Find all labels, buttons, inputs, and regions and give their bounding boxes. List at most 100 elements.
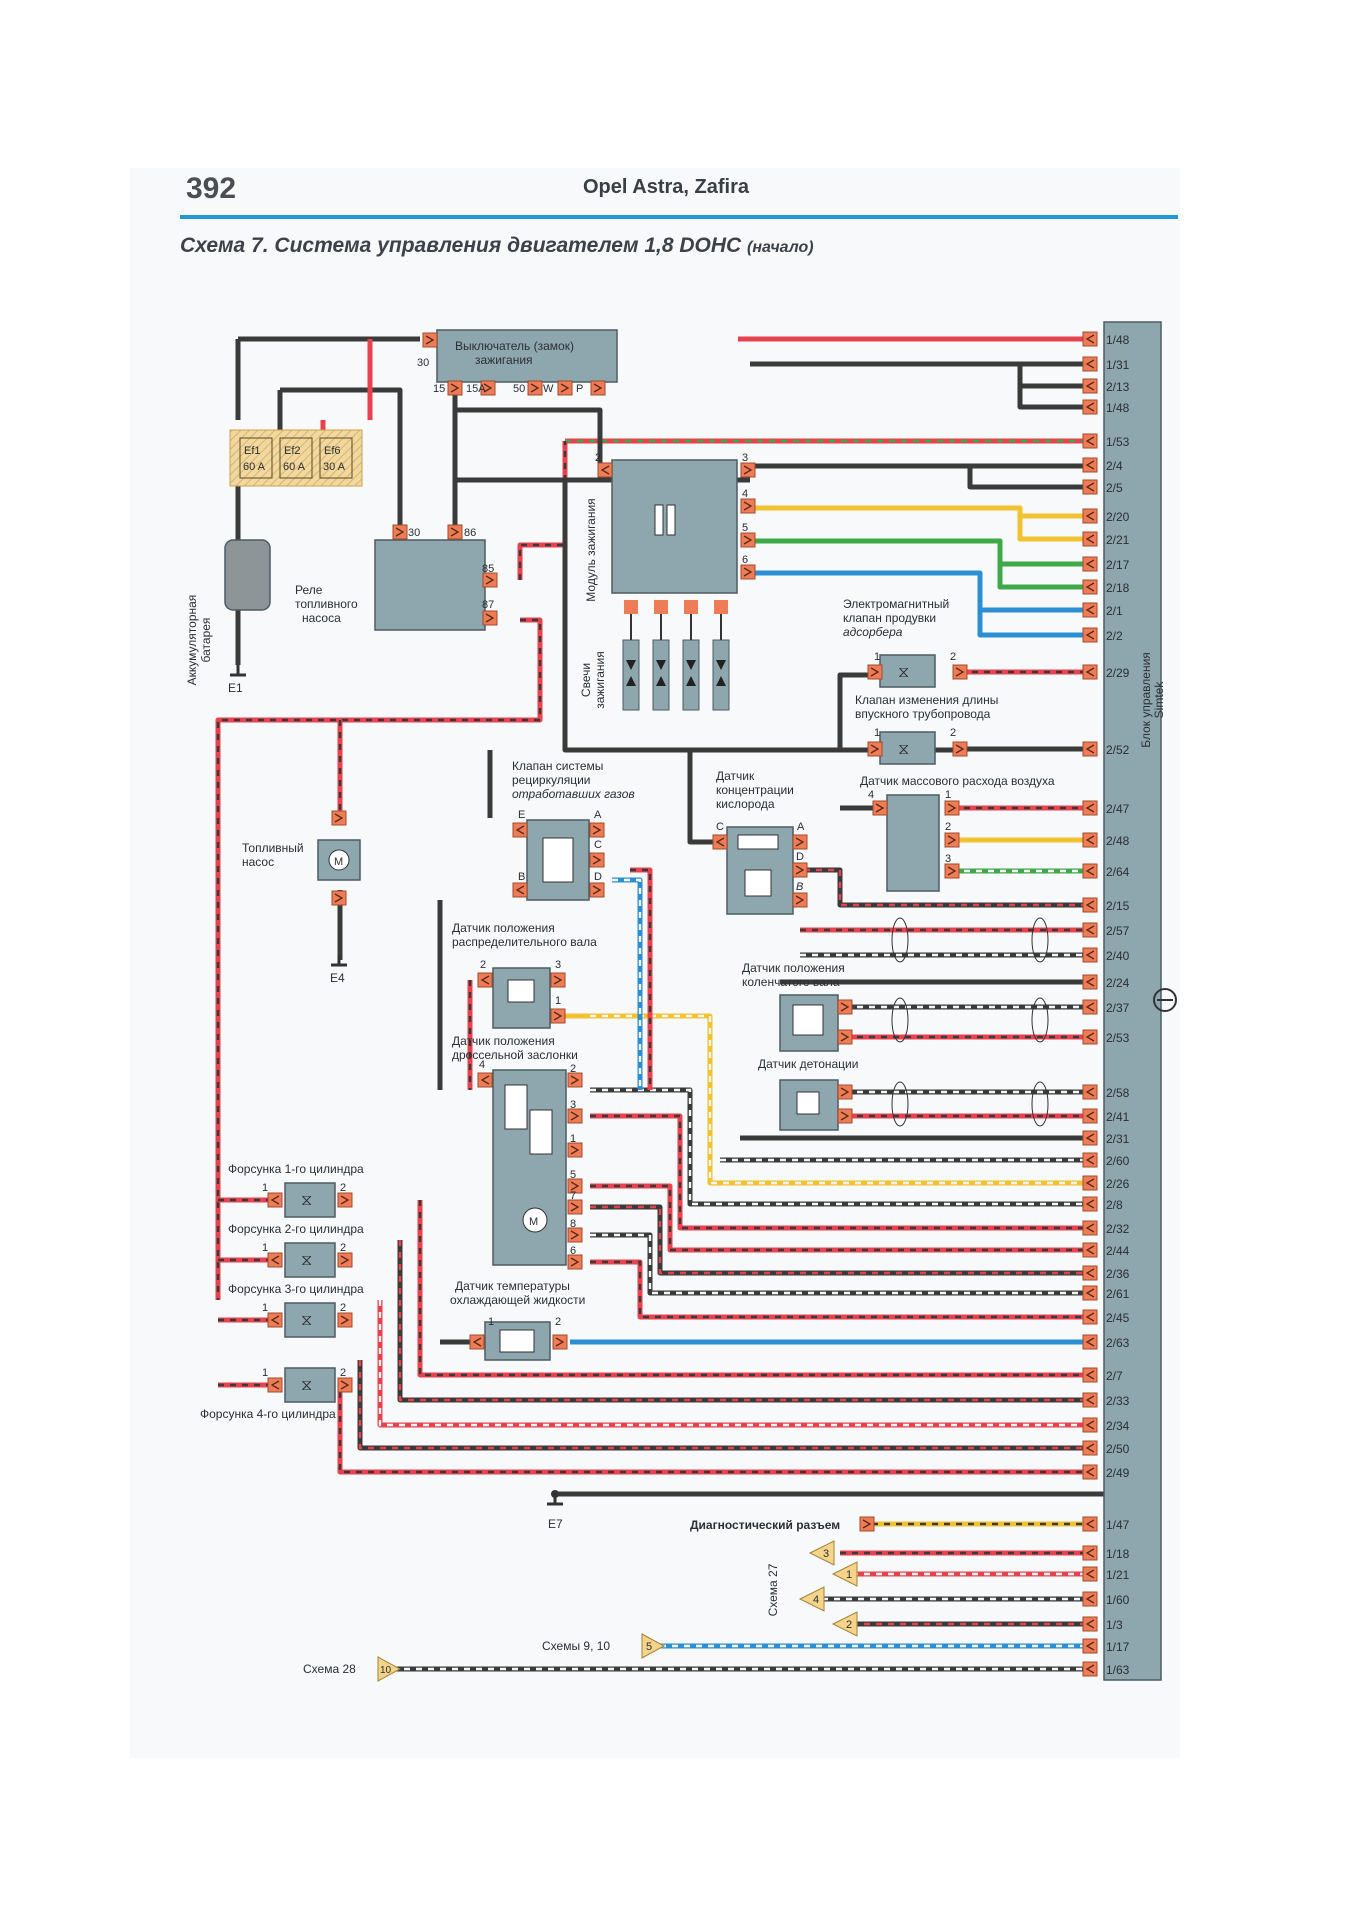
coolant-pin-label: 2 [555, 1316, 561, 1328]
battery-label-2: батарея [199, 618, 213, 663]
ignition-module-pin [740, 564, 756, 580]
wire-relay-30 [280, 387, 403, 528]
ecu-pin-label: 1/18 [1106, 1547, 1130, 1561]
maf-sensor-label: Датчик массового расхода воздуха [860, 774, 1055, 788]
relay-pin-85 [482, 572, 498, 588]
diagram-title-main: Схема 7. Система управления двигателем 1… [180, 234, 742, 257]
maf-sensor [886, 794, 940, 892]
ignition-module-pin-label: 6 [742, 554, 748, 566]
ecu-pin-connector-chevron [1085, 1370, 1095, 1380]
knock-pin-2-chevron [840, 1111, 850, 1121]
wire-2-34-stripe [378, 1300, 1083, 1427]
ecu-pin-connector-chevron [1085, 925, 1095, 935]
injector-pin-label: 1 [262, 1242, 268, 1254]
egr-pin-b [512, 882, 528, 898]
canister-valve-symbol: ⧖ [898, 664, 909, 681]
wire-o2-supply [687, 750, 720, 845]
ecu-pin-label: 1/60 [1106, 1593, 1130, 1607]
wire-2-36-stripe [590, 1205, 1083, 1275]
wire-egr-d [630, 867, 653, 1090]
cam-pin-label: 2 [480, 959, 486, 971]
throttle-pin-chevron [570, 1145, 580, 1155]
egr-pin-a-chevron [592, 825, 602, 835]
ecu-pin-connector [1082, 1152, 1098, 1168]
injector-pin-2 [337, 1377, 353, 1393]
scheme-27-pin-label: 2 [846, 1619, 852, 1631]
ignition-pin-label: W [543, 383, 554, 395]
ignition-switch-pin-chevron [483, 383, 493, 393]
ignition-pin-label: 15 [433, 383, 445, 395]
crank-sensor-label-2: коленчатого вала [742, 975, 840, 989]
ecu-pin-connector [1082, 457, 1098, 473]
coolant-pin-label: 1 [488, 1316, 494, 1328]
ecu-pin-connector-chevron [1085, 835, 1095, 845]
ecu-pin-connector-chevron [1085, 1395, 1095, 1405]
throttle-pin [567, 1199, 583, 1215]
maf-pin-1-chevron [947, 803, 957, 813]
ecu-pin-label: 2/20 [1106, 510, 1130, 524]
cable-shield [891, 917, 909, 963]
injector-label: Форсунка 1-го цилиндра [228, 1162, 364, 1176]
throttle-pin-label: 2 [570, 1063, 576, 1075]
canister-pin-label: 2 [950, 651, 956, 663]
wire-relay-87-stripe [216, 618, 542, 1300]
ecu-pin-connector [1082, 1285, 1098, 1301]
knock-sensor-label: Датчик детонации [758, 1057, 858, 1071]
egr-pin-d-chevron [592, 885, 602, 895]
battery-label: Аккумуляторная [185, 595, 199, 686]
knock-pin [837, 1084, 853, 1100]
injector [284, 1367, 336, 1403]
ground-label-e4: E4 [330, 971, 345, 985]
ecu-pin-connector-chevron [1085, 866, 1095, 876]
ecu-pin-connector [1082, 1265, 1098, 1281]
ignition-switch-pin-30 [422, 332, 438, 348]
maf-pin-label: 1 [945, 789, 951, 801]
ecu-pin-connector [1082, 579, 1098, 595]
canister-valve-pin-1 [867, 664, 883, 680]
diagram-title: Схема 7. Система управления двигателем 1… [180, 234, 814, 258]
ecu-label: Блок управления [1139, 652, 1153, 748]
scheme-27-pin [798, 1586, 825, 1612]
injector [284, 1302, 336, 1338]
o2-sensor-label-2: концентрации [716, 783, 794, 797]
wire-2-49 [337, 1380, 1083, 1475]
spark-plug-gap [626, 660, 636, 670]
throttle-pin-label: 1 [570, 1133, 576, 1145]
wire-2-44-stripe [590, 1184, 1083, 1252]
fuse-outline [239, 437, 273, 479]
ecu-pin-label: 2/18 [1106, 581, 1130, 595]
canister-pin-label: 1 [874, 651, 880, 663]
ignition-module-pin-label: 5 [742, 522, 748, 534]
spark-plug-connector [714, 600, 728, 614]
ecu-pin-connector [1082, 531, 1098, 547]
throttle-pot-1 [504, 1084, 528, 1130]
ecu-pin-label: 2/61 [1106, 1287, 1130, 1301]
ecu-pin-connector [1082, 1545, 1098, 1561]
diagnostic-connector-label: Диагностический разъем [690, 1518, 840, 1532]
intake-valve-pin-2-chevron [955, 744, 965, 754]
ecu-pin-connector-chevron [1085, 1312, 1095, 1322]
ecu-pin-label: 2/49 [1106, 1466, 1130, 1480]
ecu-pin-label: 2/60 [1106, 1154, 1130, 1168]
intake-valve-label-2: впускного трубопровода [855, 707, 991, 721]
cam-sensor-label-2: распределительного вала [452, 935, 597, 949]
ignition-switch-pin [527, 380, 543, 396]
ecu-pin-label: 1/48 [1106, 401, 1130, 415]
maf-pin-2 [944, 832, 960, 848]
relay-label: Реле [295, 583, 323, 597]
spark-plug [622, 639, 640, 711]
ecu-pin-connector-chevron [1085, 1288, 1095, 1298]
scheme-9-10-pin [641, 1633, 666, 1659]
injector-pin-2-chevron [340, 1380, 350, 1390]
relay-label-3: насоса [302, 611, 341, 625]
cable-shield [891, 1081, 909, 1127]
ecu-pin-label: 2/31 [1106, 1132, 1130, 1146]
crank-pin-2 [837, 1029, 853, 1045]
maf-pin-3-chevron [947, 866, 957, 876]
wire-2-45-stripe [590, 1260, 1083, 1319]
throttle-sensor [492, 1069, 567, 1266]
ecu-pin-connector-chevron [1085, 803, 1095, 813]
injector-pin-label: 1 [262, 1182, 268, 1194]
fuel-pump-label-2: насос [242, 855, 274, 869]
intake-valve [879, 731, 936, 765]
